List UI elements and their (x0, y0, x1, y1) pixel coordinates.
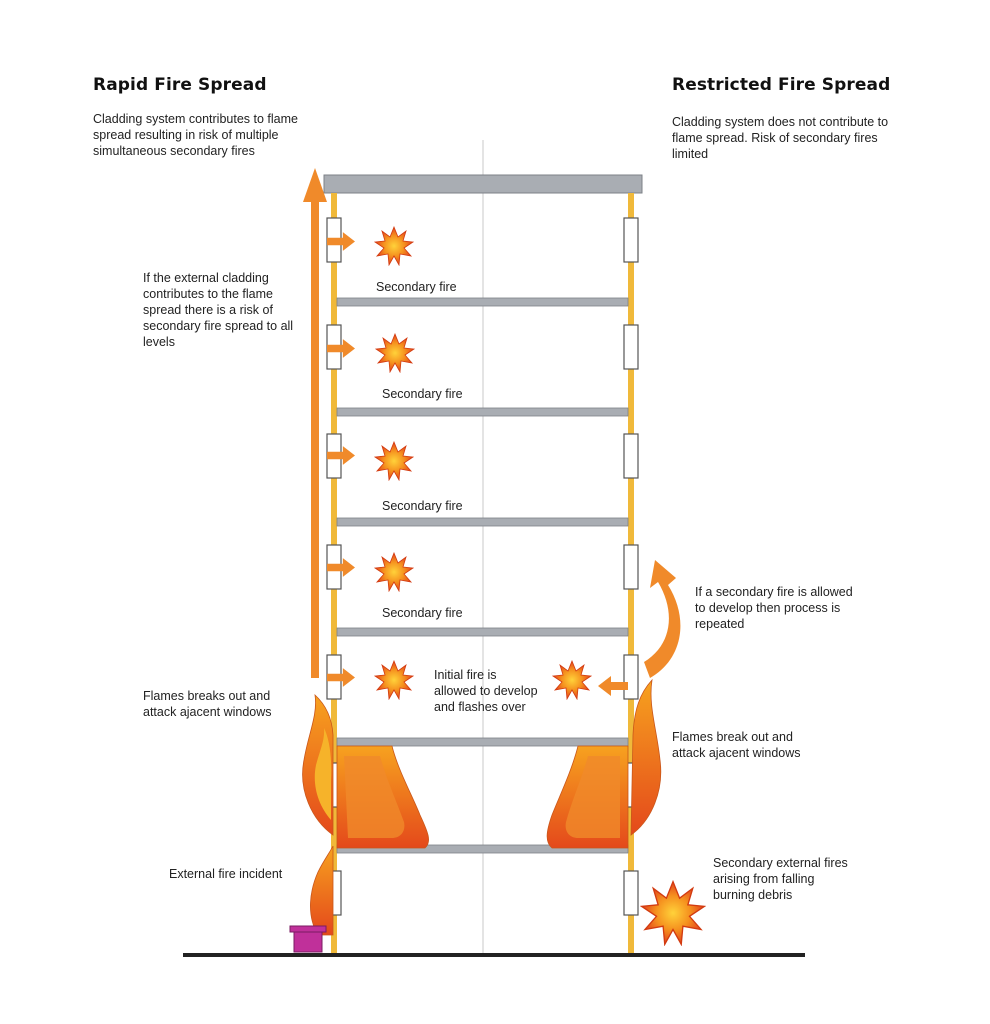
arrow-into-floor-right (598, 676, 628, 696)
spread-arrow-shaft (311, 200, 319, 678)
note-flames-right-line-1: Flames break out and (672, 730, 793, 744)
left-subtitle-line-1: Cladding system contributes to flame (93, 112, 298, 126)
note-cladding-line-4: secondary fire spread to all (143, 319, 294, 333)
secondary-fire-burst-4 (374, 552, 414, 592)
initial-fire-burst-right (552, 660, 592, 700)
note-debris-line-3: burning debris (713, 888, 793, 902)
note-repeat-line-3: repeated (695, 617, 745, 631)
floor-slab-4 (336, 627, 629, 637)
note-flames-left-line-2: attack ajacent windows (143, 705, 272, 719)
initial-fire-line-1: Initial fire is (434, 668, 497, 682)
secondary-fire-burst-2 (375, 333, 415, 373)
right-subtitle-line-1: Cladding system does not contribute to (672, 115, 889, 129)
note-repeat-line-1: If a secondary fire is allowed (695, 585, 853, 599)
burner-bin (289, 925, 327, 953)
external-incident-flame (310, 845, 334, 936)
note-debris: Secondary external fires arising from fa… (713, 855, 848, 903)
note-external-fire: External fire incident (169, 867, 283, 881)
left-subtitle-line-2: spread resulting in risk of multiple (93, 128, 279, 142)
ground-line (183, 953, 805, 957)
left-interior-flame-inner (344, 756, 405, 838)
note-repeat-line-2: to develop then process is (695, 601, 841, 615)
note-debris-line-2: arising from falling (713, 872, 815, 886)
right-title: Restricted Fire Spread (672, 75, 891, 95)
note-flames-right-line-2: attack ajacent windows (672, 746, 801, 760)
repeat-arrow (644, 560, 681, 678)
note-flames-left: Flames breaks out and attack ajacent win… (143, 688, 272, 720)
note-flames-right: Flames break out and attack ajacent wind… (672, 729, 801, 761)
right-interior-flame-inner (565, 756, 620, 838)
note-cladding-line-5: levels (143, 335, 175, 349)
window-right-4 (623, 544, 639, 590)
right-subtitle-line-2: flame spread. Risk of secondary fires (672, 131, 878, 145)
roof-slab (323, 174, 643, 194)
floor-slab-2 (336, 407, 629, 417)
debris-fire-burst (640, 880, 706, 946)
secondary-fire-burst-3 (374, 441, 414, 481)
window-right-5 (623, 654, 639, 700)
secondary-fire-burst-1 (374, 226, 414, 266)
secondary-fire-label-2: Secondary fire (382, 387, 463, 401)
note-cladding-line-1: If the external cladding (143, 271, 269, 285)
left-title: Rapid Fire Spread (93, 75, 267, 95)
floor-slab-5 (336, 737, 629, 747)
initial-fire-line-3: and flashes over (434, 700, 526, 714)
secondary-fire-label-4: Secondary fire (382, 606, 463, 620)
floor-slab-3 (336, 517, 629, 527)
cladding-spread-arrow (303, 168, 327, 678)
floor-slab-6 (336, 844, 629, 854)
window-right-2 (623, 324, 639, 370)
note-cladding-line-2: contributes to the flame (143, 287, 273, 301)
note-debris-line-1: Secondary external fires (713, 856, 848, 870)
left-subtitle-line-3: simultaneous secondary fires (93, 144, 255, 158)
spread-arrow-head (303, 168, 327, 202)
window-right-3 (623, 433, 639, 479)
floor-slabs (336, 297, 629, 854)
note-cladding-line-3: spread there is a risk of (143, 303, 273, 317)
note-cladding-contributes: If the external cladding contributes to … (143, 270, 293, 350)
right-subtitle-line-3: limited (672, 147, 709, 161)
note-flames-left-line-1: Flames breaks out and (143, 689, 271, 703)
initial-fire-burst-left (374, 660, 414, 700)
secondary-fire-label-1: Secondary fire (376, 280, 457, 294)
right-subtitle: Cladding system does not contribute to f… (672, 114, 888, 162)
right-exterior-flame (630, 678, 662, 836)
left-subtitle: Cladding system contributes to flame spr… (93, 111, 298, 159)
initial-fire-line-2: allowed to develop (434, 684, 538, 698)
floor-slab-1 (336, 297, 629, 307)
window-right-1 (623, 217, 639, 263)
left-exterior-flame-inner (314, 728, 332, 820)
window-right-7 (623, 870, 639, 916)
note-repeat: If a secondary fire is allowed to develo… (695, 584, 853, 632)
secondary-fire-label-3: Secondary fire (382, 499, 463, 513)
